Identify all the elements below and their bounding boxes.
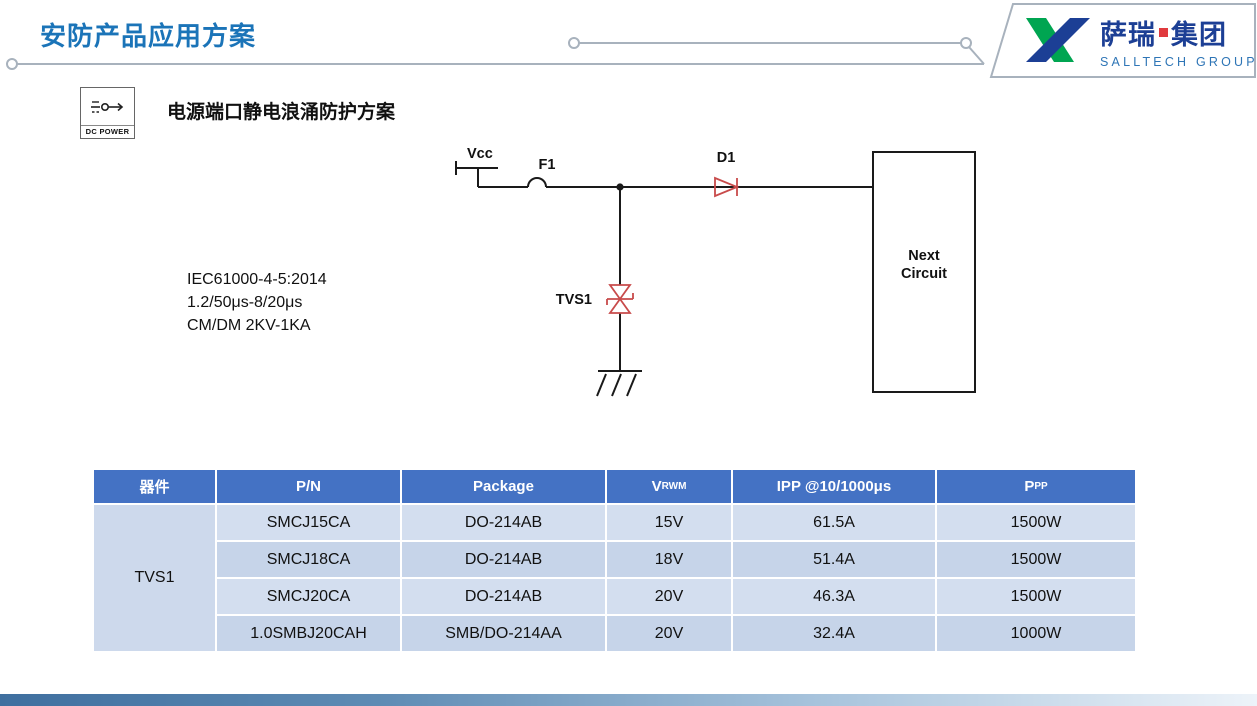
fuse-symbol	[527, 177, 547, 188]
diode-label: D1	[717, 150, 736, 166]
cell-package: DO-214AB	[402, 542, 605, 577]
cell-ppp: 1500W	[937, 542, 1135, 577]
logo-name-cn: 萨瑞集团	[1100, 13, 1250, 52]
dc-power-icon: DC POWER	[80, 87, 135, 139]
ground-symbol	[596, 370, 642, 397]
col-header-package: Package	[402, 470, 605, 503]
decorative-node	[960, 37, 972, 49]
cell-vrwm: 20V	[607, 616, 731, 651]
next-circuit-label-line1: Next	[908, 248, 940, 264]
standard-line-2: 1.2/50μs-8/20μs	[187, 294, 303, 311]
section-heading: 电源端口静电浪涌防护方案	[167, 102, 396, 123]
decorative-node	[6, 58, 18, 70]
dc-plug-icon	[81, 88, 134, 125]
bottom-accent-bar	[0, 694, 1257, 706]
cell-vrwm: 18V	[607, 542, 731, 577]
cell-vrwm: 20V	[607, 579, 731, 614]
cell-vrwm: 15V	[607, 505, 731, 540]
cell-package: DO-214AB	[402, 505, 605, 540]
cell-pn: SMCJ18CA	[217, 542, 400, 577]
company-logo-text: 萨瑞集团 SALLTECH GROUP	[1100, 13, 1257, 69]
vrwm-base: V	[651, 478, 662, 495]
company-logo-icon	[1026, 18, 1090, 62]
cell-ipp: 51.4A	[733, 542, 935, 577]
cell-ppp: 1500W	[937, 579, 1135, 614]
device-cell: TVS1	[94, 505, 215, 651]
cell-ppp: 1500W	[937, 505, 1135, 540]
vrwm-sub: RWM	[661, 481, 687, 492]
circuit-schematic: Vcc F1 TVS1 D1 Next Circuit	[455, 146, 976, 397]
standards-text: IEC61000-4-5:2014 1.2/50μs-8/20μs CM/DM …	[187, 268, 327, 337]
decorative-line	[968, 46, 985, 65]
vcc-terminal	[455, 161, 498, 187]
cell-package: SMB/DO-214AA	[402, 616, 605, 651]
cell-pn: 1.0SMBJ20CAH	[217, 616, 400, 651]
col-header-device: 器件	[94, 470, 215, 503]
cell-ipp: 46.3A	[733, 579, 935, 614]
col-header-ipp: IPP @10/1000μs	[733, 470, 935, 503]
cell-ipp: 61.5A	[733, 505, 935, 540]
tvs-label: TVS1	[556, 292, 592, 308]
next-circuit-label-line2: Circuit	[901, 266, 947, 282]
standard-line-3: CM/DM 2KV-1KA	[187, 317, 311, 334]
logo-name-cn-right: 集团	[1171, 20, 1227, 50]
ppp-base: P	[1024, 478, 1035, 495]
fuse-label: F1	[539, 157, 556, 173]
logo-red-accent	[1159, 28, 1168, 38]
dc-power-label: DC POWER	[81, 125, 134, 138]
diode-symbol	[714, 176, 740, 198]
vcc-label: Vcc	[467, 146, 493, 162]
cell-package: DO-214AB	[402, 579, 605, 614]
cell-ppp: 1000W	[937, 616, 1135, 651]
logo-blue-shape	[1026, 18, 1090, 62]
decorative-node	[568, 37, 580, 49]
next-circuit-box	[872, 151, 976, 393]
logo-name-cn-left: 萨瑞	[1100, 20, 1156, 50]
tvs-symbol	[606, 284, 634, 314]
logo-name-en: SALLTECH GROUP	[1100, 55, 1257, 69]
cell-pn: SMCJ15CA	[217, 505, 400, 540]
page-title: 安防产品应用方案	[40, 21, 257, 51]
cell-ipp: 32.4A	[733, 616, 935, 651]
standard-line-1: IEC61000-4-5:2014	[187, 271, 327, 288]
col-header-pn: P/N	[217, 470, 400, 503]
cell-pn: SMCJ20CA	[217, 579, 400, 614]
ppp-sub: PP	[1034, 481, 1048, 492]
